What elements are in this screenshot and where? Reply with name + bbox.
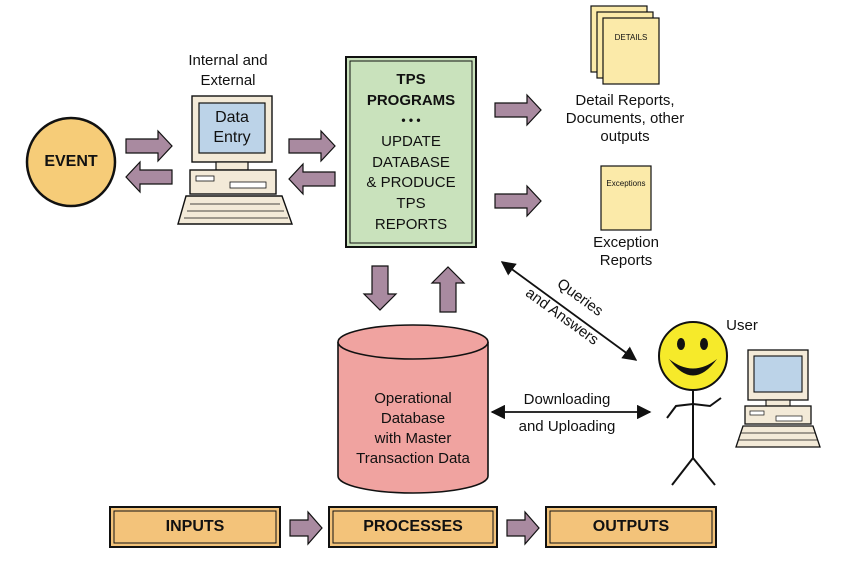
flow-processes-label: PROCESSES	[363, 518, 463, 535]
user-computer-icon	[735, 349, 821, 448]
tps-line-6: TPS	[396, 195, 426, 212]
flow-inputs-label: INPUTS	[165, 518, 225, 535]
tps-line-1: TPS	[396, 71, 426, 88]
tps-to-entry-arrow	[288, 162, 336, 196]
exception-document-icon	[600, 165, 652, 231]
detail-caption-line2: Documents, other	[565, 110, 685, 127]
event-to-entry-arrow	[125, 129, 173, 163]
data-entry-terminal-icon	[177, 95, 293, 225]
inputs-box	[109, 506, 281, 548]
tps-line-3: UPDATE	[381, 133, 441, 150]
tps-line-5: & PRODUCE	[366, 174, 456, 191]
uploading-label: and Uploading	[518, 418, 616, 435]
tps-dots: • • •	[401, 113, 421, 127]
terminal-caption-line2: External	[200, 72, 256, 89]
database-line-1: Operational	[374, 390, 452, 407]
event-label: EVENT	[44, 153, 98, 170]
database-cylinder	[337, 324, 489, 494]
database-line-3: with Master	[374, 430, 452, 447]
tps-programs-box	[345, 56, 477, 248]
user-smiley-icon	[658, 321, 728, 486]
tps-to-exception-arrow	[494, 184, 542, 218]
detail-documents-icon	[590, 5, 660, 85]
tps-line-7: REPORTS	[374, 216, 448, 233]
entry-to-tps-arrow	[288, 129, 336, 163]
tps-to-database-arrow	[362, 265, 398, 311]
exception-caption-line1: Exception	[593, 234, 659, 251]
terminal-screen-line1: Data	[215, 109, 249, 126]
database-to-tps-arrow	[430, 266, 466, 313]
detail-caption-line3: outputs	[600, 128, 650, 145]
queries-double-arrow	[500, 261, 638, 361]
flow-outputs-label: OUTPUTS	[592, 518, 670, 535]
processes-to-outputs-arrow	[506, 510, 540, 546]
tps-line-2: PROGRAMS	[366, 92, 456, 109]
exceptions-doc-label: Exceptions	[606, 179, 646, 188]
terminal-screen-line2: Entry	[213, 129, 251, 146]
detail-caption-line1: Detail Reports,	[575, 92, 675, 109]
downloading-label: Downloading	[523, 391, 611, 408]
entry-to-event-arrow	[125, 160, 173, 194]
event-node	[25, 116, 117, 208]
tps-line-4: DATABASE	[372, 154, 450, 171]
terminal-caption-line1: Internal and	[188, 52, 268, 69]
database-line-4: Transaction Data	[356, 450, 470, 467]
inputs-to-processes-arrow	[289, 510, 323, 546]
database-line-2: Database	[380, 410, 446, 427]
details-doc-label: DETAILS	[614, 33, 648, 42]
exception-caption-line2: Reports	[599, 252, 653, 269]
user-label: User	[726, 317, 758, 334]
outputs-box	[545, 506, 717, 548]
tps-to-detail-arrow	[494, 93, 542, 127]
processes-box	[328, 506, 498, 548]
